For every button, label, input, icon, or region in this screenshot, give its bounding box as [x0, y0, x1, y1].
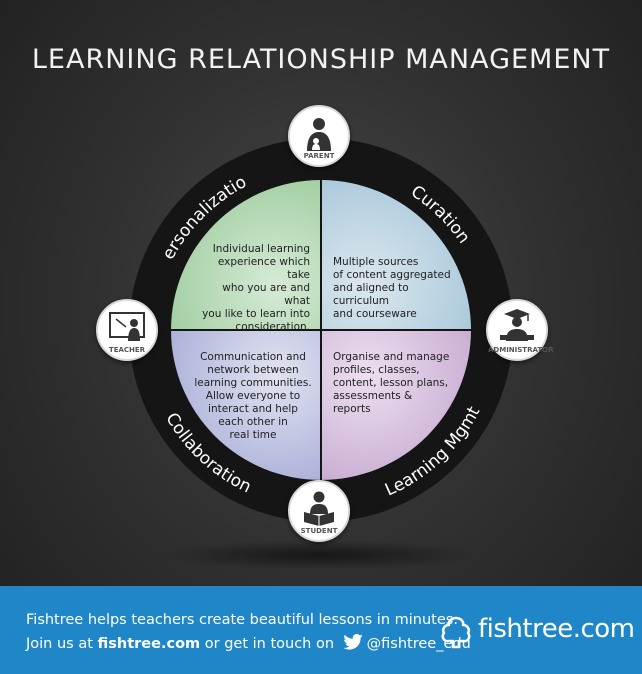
footer-contact: Join us at fishtree.com or get in touch …	[26, 634, 471, 652]
role-parent: PARENT	[288, 105, 350, 167]
text-curation: Multiple sources of content aggregated a…	[333, 256, 451, 320]
quadrant-collaboration	[171, 330, 321, 480]
text-personalization: Individual learning experience which tak…	[202, 243, 310, 333]
footer-banner	[0, 586, 642, 674]
page-title: LEARNING RELATIONSHIP MANAGEMENT	[31, 44, 611, 75]
wheel-shadow	[160, 540, 480, 570]
role-label-parent: PARENT	[303, 152, 335, 160]
parent-icon	[307, 118, 331, 151]
site-link[interactable]: fishtree.com	[97, 636, 201, 652]
brand-name[interactable]: fishtree.com	[478, 614, 635, 644]
role-teacher: TEACHER	[96, 299, 158, 361]
quadrant-learning-mgmt	[321, 330, 471, 480]
role-administrator: ADMINISTRATOR	[486, 299, 554, 361]
fishtree-logo-icon	[441, 616, 471, 649]
quadrant-personalization	[171, 180, 321, 330]
footer-tagline: Fishtree helps teachers create beautiful…	[26, 612, 458, 628]
twitter-bird-icon	[343, 634, 363, 650]
role-label-teacher: TEACHER	[108, 346, 146, 354]
role-label-administrator: ADMINISTRATOR	[488, 346, 554, 354]
text-learning-mgmt: Organise and manage profiles, classes, c…	[333, 351, 450, 415]
role-label-student: STUDENT	[300, 527, 338, 535]
administrator-icon	[500, 309, 534, 341]
role-student: STUDENT	[288, 480, 350, 542]
text-collaboration: Communication and network between learni…	[194, 351, 312, 441]
quadrant-curation	[321, 180, 471, 330]
student-icon	[304, 491, 334, 526]
teacher-icon	[109, 312, 145, 341]
